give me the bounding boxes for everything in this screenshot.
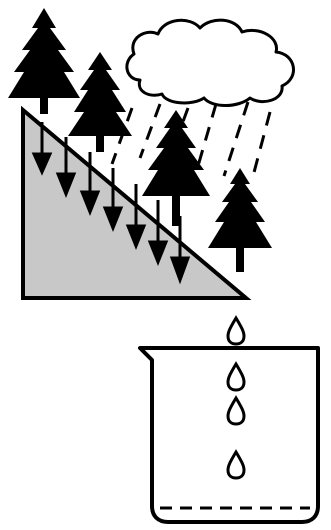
tree-icon	[8, 8, 80, 114]
rain-streak	[224, 102, 248, 176]
water-drop	[228, 318, 244, 344]
rain-streak	[198, 104, 216, 166]
rain-streak	[252, 112, 270, 180]
water-drop	[228, 452, 244, 478]
water-drop	[228, 398, 244, 424]
tree-icon	[208, 168, 272, 272]
rain-streak	[140, 104, 160, 158]
cloud-icon	[127, 20, 294, 105]
water-drop	[228, 364, 244, 390]
water-drops	[228, 318, 244, 478]
